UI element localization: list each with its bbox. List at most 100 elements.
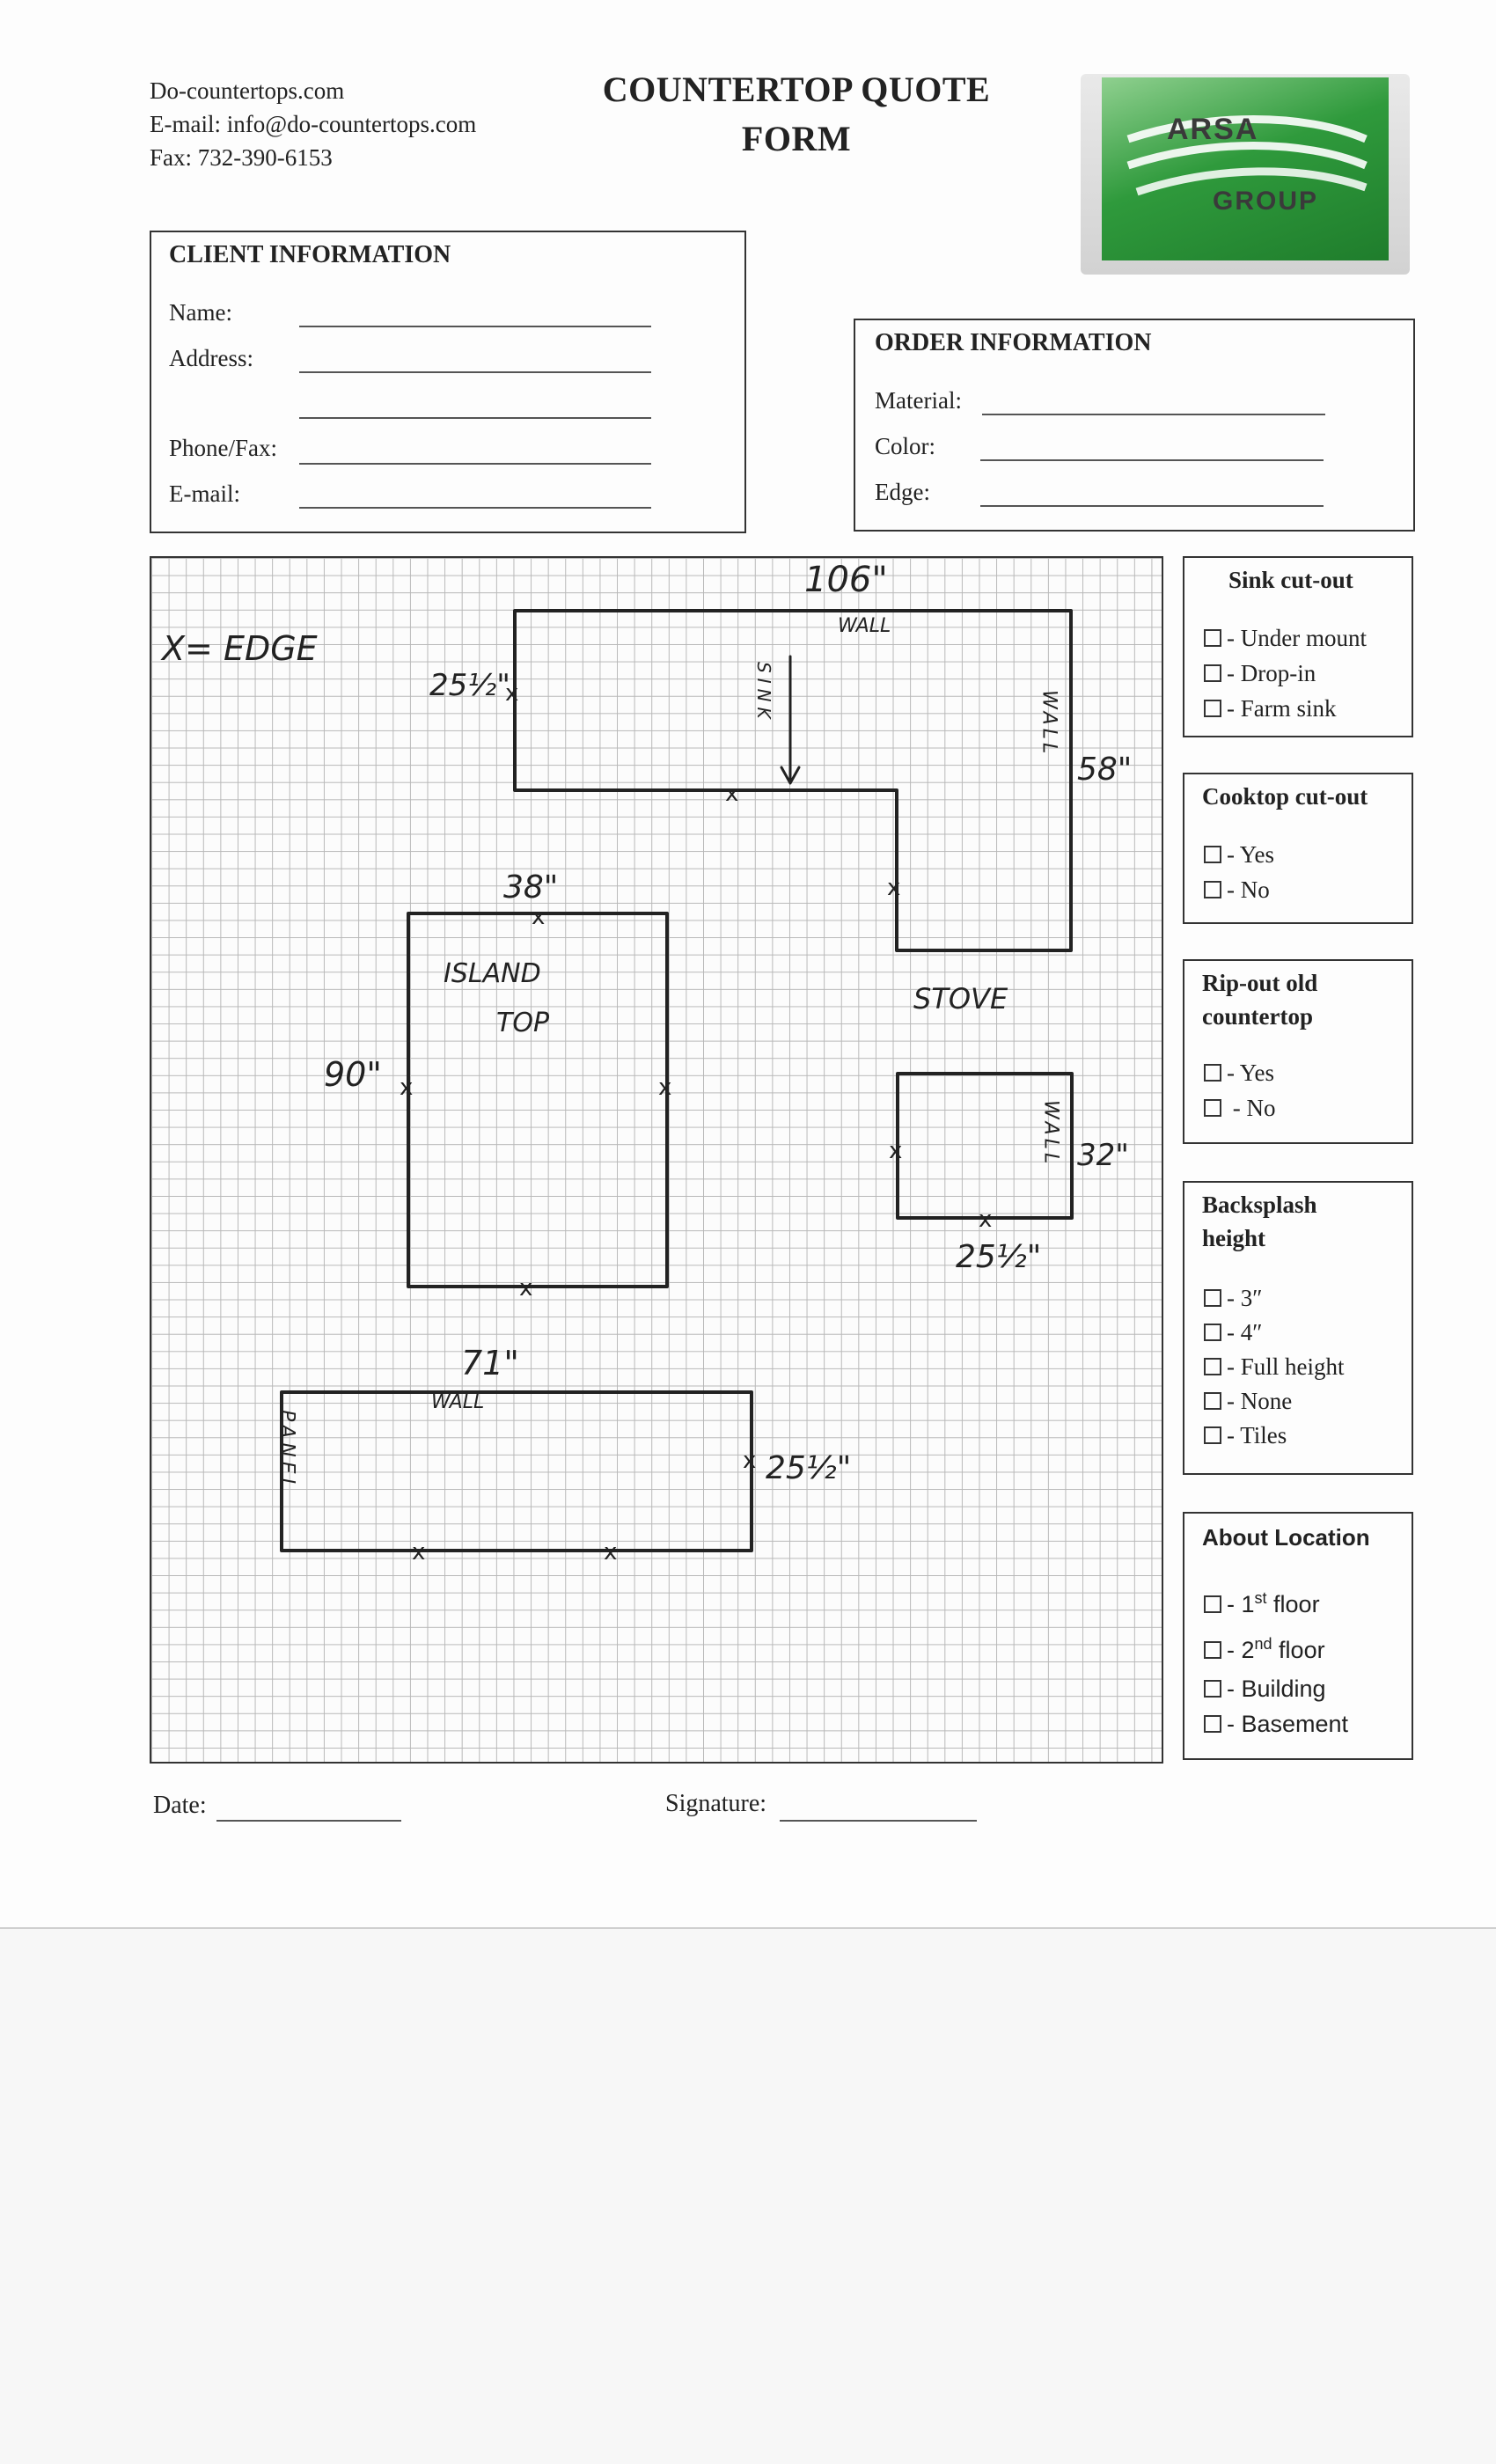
ripout-yes-checkbox[interactable] [1204,1064,1221,1082]
small-counter-right-dimension: 32" [1077,1138,1129,1173]
backsplash-tiles-checkbox[interactable] [1204,1426,1221,1444]
floor1-sup: st [1254,1589,1267,1607]
basement-label: - Basement [1227,1711,1349,1737]
arsa-group-logo: ARSA GROUP [1081,74,1410,275]
under-mount-option[interactable]: - Under mount [1204,625,1367,652]
floor1-suffix: floor [1266,1591,1320,1617]
edge-mark: x [658,1074,671,1101]
edge-mark: x [400,1074,413,1101]
cooktop-cutout-box: Cooktop cut-out - Yes - No [1183,773,1413,924]
backsplash-full-label: - Full height [1227,1353,1345,1380]
drop-in-option[interactable]: - Drop-in [1204,660,1316,687]
ripout-no-option[interactable]: - No [1204,1095,1276,1122]
edge-mark: x [889,1138,902,1164]
backsplash-3in-label: - 3″ [1227,1285,1263,1311]
island-top-dimension: 38" [503,869,558,906]
building-checkbox[interactable] [1204,1680,1221,1698]
farm-sink-option[interactable]: - Farm sink [1204,695,1337,722]
color-label: Color: [875,433,936,459]
basement-checkbox[interactable] [1204,1715,1221,1733]
backsplash-none-checkbox[interactable] [1204,1392,1221,1410]
sink-cutout-box: Sink cut-out - Under mount - Drop-in - F… [1183,556,1413,737]
address-field[interactable] [299,371,651,373]
under-mount-checkbox[interactable] [1204,629,1221,647]
floor2-suffix: floor [1272,1637,1325,1663]
edge-mark: x [532,904,545,930]
backsplash-4in-label: - 4″ [1227,1319,1263,1346]
form-title-line1: COUNTERTOP QUOTE [602,70,991,109]
cooktop-cutout-title: Cooktop cut-out [1202,783,1368,810]
edge-mark: x [505,680,518,707]
panel-label: PANEL [276,1410,298,1493]
ripout-box: Rip-out old countertop - Yes - No [1183,959,1413,1144]
farm-sink-checkbox[interactable] [1204,700,1221,717]
bottom-counter-wall-label: WALL [431,1391,484,1413]
cooktop-no-option[interactable]: - No [1204,876,1270,904]
basement-option[interactable]: - Basement [1204,1711,1348,1738]
floor1-checkbox[interactable] [1204,1595,1221,1613]
backsplash-4in-checkbox[interactable] [1204,1324,1221,1341]
backsplash-full-option[interactable]: - Full height [1204,1353,1345,1381]
edge-mark: x [743,1448,756,1474]
signature-field[interactable] [780,1820,977,1822]
island-left-dimension: 90" [324,1055,382,1094]
l-top-dimension: 106" [804,560,888,600]
floor1-option[interactable]: - 1st floor [1204,1589,1320,1618]
phone-fax-field[interactable] [299,463,651,465]
building-label: - Building [1227,1676,1326,1702]
date-field[interactable] [216,1820,401,1822]
cooktop-no-label: - No [1227,876,1270,903]
form-title: COUNTERTOP QUOTE FORM [546,65,1047,164]
backsplash-3in-option[interactable]: - 3″ [1204,1285,1263,1312]
edge-label: Edge: [875,479,930,505]
edge-mark: x [604,1539,617,1566]
address-label: Address: [169,345,253,371]
backsplash-tiles-label: - Tiles [1227,1422,1287,1448]
l-counter-outline [513,609,1073,952]
sketch-grid: x x x x x x x x x x x x X= EDGE 106" WAL… [150,556,1163,1764]
material-field[interactable] [982,414,1325,415]
location-title: About Location [1202,1524,1370,1551]
ripout-title-line1: Rip-out old [1202,970,1318,996]
bottom-counter-right-dimension: 25½" [766,1450,851,1486]
logo-text-bottom: GROUP [1213,187,1319,216]
l-left-dimension: 25½" [429,668,510,703]
email-field[interactable] [299,507,651,509]
backsplash-none-option[interactable]: - None [1204,1388,1292,1415]
order-information-box: ORDER INFORMATION Material: Color: Edge: [854,319,1415,532]
ripout-no-checkbox[interactable] [1204,1099,1221,1117]
address-field-line2[interactable] [299,417,651,419]
drop-in-checkbox[interactable] [1204,664,1221,682]
sink-cutout-title: Sink cut-out [1228,567,1353,593]
l-right-dimension: 58" [1077,752,1132,788]
l-right-wall-label: WALL [1038,690,1060,757]
cooktop-yes-option[interactable]: - Yes [1204,841,1274,869]
ripout-yes-option[interactable]: - Yes [1204,1060,1274,1087]
farm-sink-label: - Farm sink [1227,695,1337,722]
cooktop-yes-checkbox[interactable] [1204,846,1221,863]
form-title-line2: FORM [741,119,852,158]
floor2-option[interactable]: - 2nd floor [1204,1635,1325,1664]
backsplash-full-checkbox[interactable] [1204,1358,1221,1375]
order-info-title: ORDER INFORMATION [875,329,1152,356]
backsplash-4in-option[interactable]: - 4″ [1204,1319,1263,1346]
client-information-box: CLIENT INFORMATION Name: Address: Phone/… [150,231,746,533]
edge-field[interactable] [980,505,1324,507]
l-top-wall-label: WALL [838,615,891,637]
color-field[interactable] [980,459,1324,461]
floor2-prefix: - 2 [1227,1637,1255,1663]
ripout-no-label: - No [1227,1095,1276,1121]
edge-mark: x [725,781,738,807]
name-field[interactable] [299,326,651,327]
cooktop-no-checkbox[interactable] [1204,881,1221,898]
backsplash-tiles-option[interactable]: - Tiles [1204,1422,1287,1449]
bottom-counter-top-dimension: 71" [461,1344,519,1382]
small-counter-bottom-dimension: 25½" [956,1239,1041,1275]
backsplash-3in-checkbox[interactable] [1204,1289,1221,1307]
backsplash-none-label: - None [1227,1388,1293,1414]
floor2-checkbox[interactable] [1204,1641,1221,1659]
edge-mark: x [412,1539,425,1566]
legend-text: X= EDGE [160,629,318,668]
building-option[interactable]: - Building [1204,1676,1326,1703]
logo-text-top: ARSA [1167,113,1259,146]
